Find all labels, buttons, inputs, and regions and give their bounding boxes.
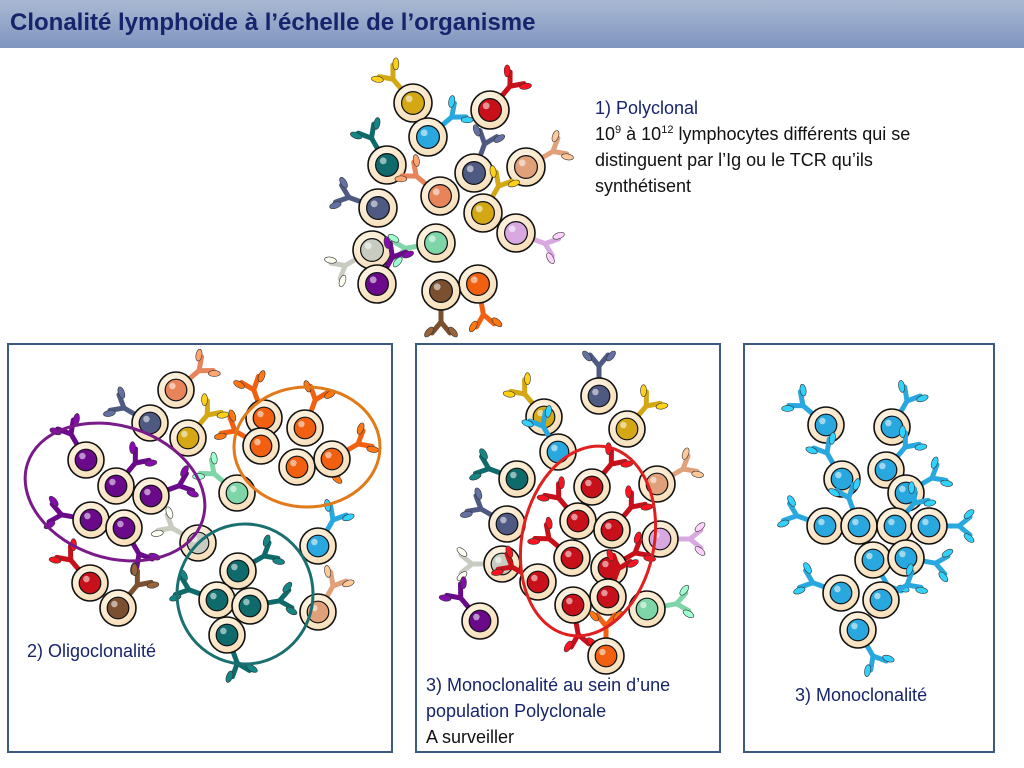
lymphocyte-cell <box>208 616 258 683</box>
lymphocyte-cell <box>394 154 460 216</box>
lymphocyte-cells <box>43 57 975 683</box>
lymphocyte-cell <box>839 611 895 677</box>
polyclonal-line3: synthétisent <box>595 176 692 196</box>
lymphocyte-cell <box>48 538 109 602</box>
lymphocyte-cell <box>299 499 355 565</box>
polyclonal-heading: 1) Polyclonal <box>595 98 699 118</box>
monoclonal-label: 3) Monoclonalité <box>795 685 928 705</box>
lymphocyte-cell <box>324 230 392 287</box>
receptor-icon <box>673 522 706 556</box>
lymphocyte-cell <box>527 516 591 577</box>
receptor-icon <box>469 298 503 333</box>
lymphocyte-cell <box>638 447 704 503</box>
lymphocyte-cell <box>828 478 878 545</box>
lymphocyte-cell <box>286 380 336 447</box>
oligoclonal-label: 2) Oligoclonalité <box>27 641 157 661</box>
lymphocyte-cell <box>371 57 433 123</box>
lymphocyte-cell <box>408 95 474 157</box>
lymphocyte-cell <box>357 236 414 304</box>
lymphocyte-cell <box>421 271 461 338</box>
receptor-icon <box>660 584 695 619</box>
panel-frames <box>7 343 995 753</box>
lymphocyte-cell <box>219 534 285 590</box>
receptor-icon <box>163 465 199 498</box>
monoclonal-panel <box>743 343 995 753</box>
lymphocyte-cell <box>438 576 499 640</box>
lymphocyte-count-line: 109 à 1012 lymphocytes différents qui se <box>595 124 911 144</box>
mono-in-poly-line2: population Polyclonale <box>426 701 607 721</box>
lymphocyte-cell <box>329 176 398 228</box>
lymphocyte-cell <box>496 213 565 265</box>
oligoclone-teal-circle <box>175 522 315 666</box>
lymphocyte-cell <box>573 442 634 506</box>
lymphocyte-cell <box>463 165 520 233</box>
lymphocyte-cell <box>589 549 639 616</box>
receptor-icon <box>942 509 975 543</box>
lymphocyte-cell <box>470 64 532 130</box>
lymphocyte-cell <box>99 563 160 627</box>
lymphocyte-cell <box>192 451 256 512</box>
polyclonal-line2: distinguent par l’Ig ou le TCR qu’ils <box>595 150 873 170</box>
mono-in-poly-line1: 3) Monoclonalité au sein d’une <box>426 675 671 695</box>
lymphocyte-cell <box>491 545 557 601</box>
receptor-icon <box>919 548 954 583</box>
lymphocyte-cell <box>506 130 574 187</box>
lymphocyte-cell <box>628 584 695 628</box>
lymphocyte-cell <box>214 409 280 465</box>
slide-title: Clonalité lymphoïde à l’échelle de l’org… <box>10 9 536 36</box>
mono-in-poly-line3: A surveiller <box>426 727 515 747</box>
monoclone-red-circle <box>518 444 658 638</box>
oligoclonal-panel <box>7 343 393 753</box>
lymphocyte-cell <box>910 507 975 545</box>
lymphocyte-cell <box>97 441 158 505</box>
lymphocyte-cell <box>793 562 860 612</box>
polyclonal-description: 1) Polyclonal 109 à 1012 lymphocytes dif… <box>595 95 995 199</box>
lymphocyte-cell <box>313 422 379 478</box>
oligoclone-purple-circle <box>23 421 207 563</box>
lymphocyte-cell <box>876 481 937 545</box>
mono-in-poly-caption: 3) Monoclonalité au sein d’une populatio… <box>426 672 716 750</box>
receptor-icon <box>897 380 929 416</box>
lymphocyte-cell <box>387 223 456 268</box>
lymphocyte-cell <box>460 487 526 543</box>
receptor-icon <box>263 581 298 616</box>
receptor-icon <box>456 547 489 581</box>
lymphocyte-cell <box>777 495 844 545</box>
lymphocyte-cell <box>350 117 407 185</box>
receptor-icon <box>43 495 78 530</box>
receptor-icon <box>329 176 365 210</box>
receptor-icon <box>892 563 928 595</box>
monoclonal-in-polyclonal-panel <box>415 343 721 753</box>
lymphocyte-cell <box>805 432 861 498</box>
clone-circles <box>23 385 658 666</box>
lymphocyte-cell <box>536 476 597 540</box>
lymphocyte-cell <box>593 485 654 549</box>
lymphocyte-cell <box>887 539 954 583</box>
receptor-icon <box>582 350 616 383</box>
lymphocyte-cell <box>458 264 503 333</box>
receptor-icon <box>424 305 458 338</box>
lymphocyte-cell <box>157 348 221 409</box>
lymphocyte-cell <box>469 448 536 498</box>
lymphocyte-cell <box>169 393 230 457</box>
receptor-icon <box>323 565 355 601</box>
lymphocyte-cell <box>132 465 199 515</box>
lymphocyte-cell <box>43 495 110 539</box>
oligoclone-orange-circle <box>232 385 382 509</box>
lymphocyte-cell <box>231 581 298 625</box>
receptor-icon <box>469 448 505 481</box>
lymphocyte-cell <box>169 569 236 619</box>
receptor-icon <box>529 231 565 265</box>
lymphocyte-cell <box>587 610 625 675</box>
lymphocyte-cell <box>580 350 618 415</box>
lymphocyte-cell <box>862 563 928 619</box>
lymphocyte-cell <box>454 124 506 193</box>
lymphocyte-cell <box>608 384 669 448</box>
lymphocyte-cell <box>49 413 105 479</box>
title-bar: Clonalité lymphoïde à l’échelle de l’org… <box>0 0 1024 48</box>
receptor-icon <box>805 432 837 468</box>
